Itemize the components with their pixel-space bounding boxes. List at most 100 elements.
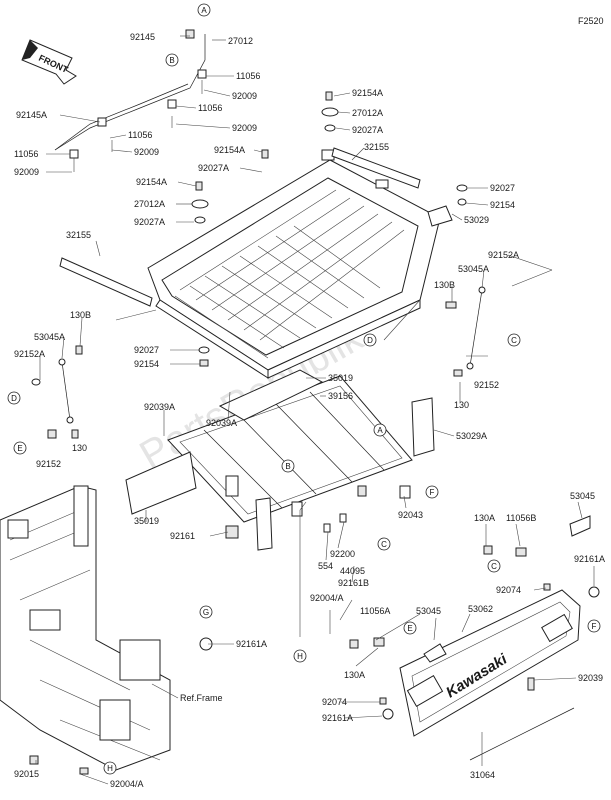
- label-27012a-top: 27012A: [352, 108, 383, 118]
- label-39156: 39156: [328, 391, 353, 401]
- label-130a-right: 130A: [474, 513, 495, 523]
- label-11056b: 11056B: [506, 513, 536, 523]
- label-92152-left: 92152: [36, 459, 61, 469]
- vehicle-frame: [0, 485, 213, 775]
- label-92200: 92200: [330, 549, 355, 559]
- label-92152a-right: 92152A: [488, 250, 519, 260]
- part-labels: 92145 27012 11056 92009 11056 92009 9214…: [14, 32, 605, 789]
- front-arrow-icon: FRONT: [21, 39, 77, 85]
- callout-g-frame: G: [203, 608, 209, 617]
- label-ref-frame: Ref.Frame: [180, 693, 223, 703]
- label-92027a-left: 92027A: [134, 217, 165, 227]
- label-92161: 92161: [170, 531, 195, 541]
- label-92015: 92015: [14, 769, 39, 779]
- callout-a-frame: A: [377, 426, 383, 435]
- label-92161a-frame: 92161A: [236, 639, 267, 649]
- label-32155-right: 32155: [364, 142, 389, 152]
- side-plate-53029a: [255, 397, 435, 551]
- label-92145: 92145: [130, 32, 155, 42]
- bed-hardware: [191, 91, 468, 367]
- label-92027-right: 92027: [490, 183, 515, 193]
- label-92161a-mid: 92161A: [322, 713, 353, 723]
- label-92009-b: 92009: [232, 123, 257, 133]
- label-53045-right: 53045: [570, 491, 595, 501]
- label-130b-left: 130B: [70, 310, 91, 320]
- label-130b-right: 130B: [434, 280, 455, 290]
- strut-right: [445, 286, 486, 377]
- callout-f-frame: F: [430, 488, 435, 497]
- label-92154a-top: 92154A: [352, 88, 383, 98]
- label-32155-left: 32155: [66, 230, 91, 240]
- label-11056a: 11056A: [360, 606, 390, 616]
- label-92027a-top: 92027A: [352, 125, 383, 135]
- label-92039a-left: 92039A: [144, 402, 175, 412]
- label-31064: 31064: [470, 770, 495, 780]
- label-92152-right: 92152: [474, 380, 499, 390]
- callout-d-bed: D: [367, 336, 373, 345]
- label-35019-top: 35019: [328, 373, 353, 383]
- label-53029a: 53029A: [456, 431, 487, 441]
- callout-d-left: D: [11, 394, 17, 403]
- label-11056-c: 11056: [128, 130, 152, 140]
- label-92145a: 92145A: [16, 110, 47, 120]
- callout-b-frame: B: [285, 462, 290, 471]
- label-35019-left: 35019: [134, 516, 159, 526]
- label-92004a-mid: 92004/A: [310, 593, 344, 603]
- label-130-right: 130: [454, 400, 469, 410]
- wire-harness: [54, 29, 207, 172]
- tailgate-latches: [349, 515, 600, 720]
- label-92154-bot: 92154: [134, 359, 159, 369]
- callouts: A B D C D E A B F C C F E H G H: [7, 3, 601, 775]
- rail-32155-left: [59, 257, 153, 307]
- label-11056-b: 11056: [198, 103, 222, 113]
- label-92027a-mid: 92027A: [198, 163, 229, 173]
- label-92161b: 92161B: [338, 578, 369, 588]
- callout-h-bot: H: [107, 764, 113, 773]
- callout-c-frame: C: [381, 540, 387, 549]
- figure-code: F2520: [578, 16, 604, 26]
- callout-b-top: B: [169, 56, 174, 65]
- label-92074-right: 92074: [496, 585, 521, 595]
- label-11056-d: 11056: [14, 149, 38, 159]
- label-53045-mid: 53045: [416, 606, 441, 616]
- label-92152a-left: 92152A: [14, 349, 45, 359]
- label-92027-bot: 92027: [134, 345, 159, 355]
- label-92009-d: 92009: [14, 167, 39, 177]
- label-92039: 92039: [578, 673, 603, 683]
- label-92009-a: 92009: [232, 91, 257, 101]
- callout-c-right: C: [511, 336, 517, 345]
- label-53029: 53029: [464, 215, 489, 225]
- label-554: 554: [318, 561, 333, 571]
- strut-left: [31, 345, 83, 439]
- label-11056-a: 11056: [236, 71, 260, 81]
- label-92039a-mid: 92039A: [206, 418, 237, 428]
- leader-lines: [35, 35, 595, 785]
- callout-c-tailgate: C: [491, 562, 497, 571]
- callout-h-mid: H: [297, 652, 303, 661]
- label-92161a-right: 92161A: [574, 554, 605, 564]
- label-130-left: 130: [72, 443, 87, 453]
- label-27012-top: 27012: [228, 36, 253, 46]
- label-92004a-bot: 92004/A: [110, 779, 144, 789]
- label-130a-mid: 130A: [344, 670, 365, 680]
- label-53045a-right: 53045A: [458, 264, 489, 274]
- bed-subframe: [167, 375, 413, 539]
- label-92154a-left: 92154A: [136, 177, 167, 187]
- label-92043: 92043: [398, 510, 423, 520]
- label-27012a-left: 27012A: [134, 199, 165, 209]
- cover-35019-top: [218, 369, 324, 421]
- label-53062: 53062: [468, 604, 493, 614]
- callout-a-top: A: [201, 6, 207, 15]
- label-92009-c: 92009: [134, 147, 159, 157]
- callout-e-left: E: [17, 444, 22, 453]
- label-92154a-mid: 92154A: [214, 145, 245, 155]
- label-53045a-left: 53045A: [34, 332, 65, 342]
- cargo-bed: [147, 149, 441, 379]
- cover-35019-left: [125, 451, 197, 515]
- callout-e-tailgate: E: [407, 624, 412, 633]
- label-44095: 44095: [340, 566, 365, 576]
- label-92074-mid: 92074: [322, 697, 347, 707]
- callout-f-tailgate: F: [592, 622, 597, 631]
- label-92154-right: 92154: [490, 200, 515, 210]
